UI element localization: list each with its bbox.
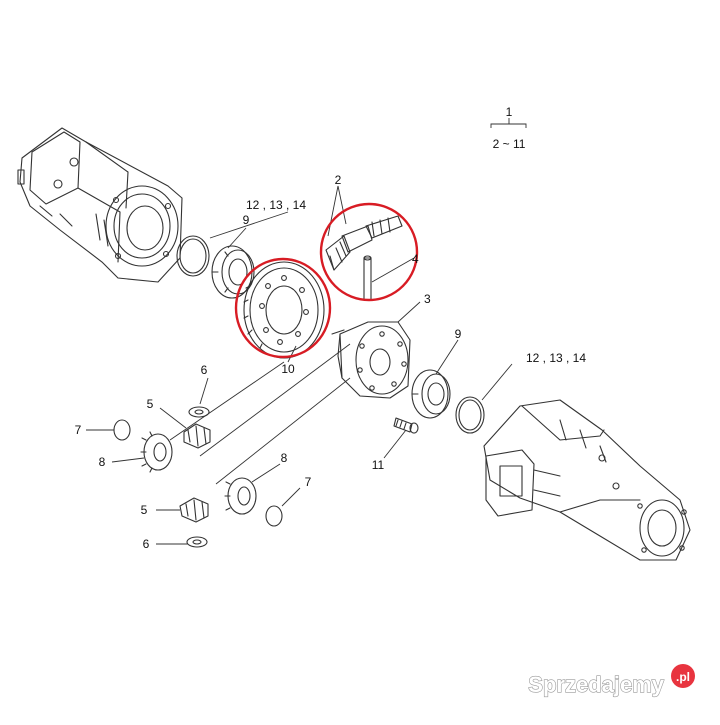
bolt <box>393 417 419 434</box>
callout-7-left: 7 <box>75 423 82 437</box>
callout-12-13-14-left: 12 , 13 , 14 <box>246 198 306 212</box>
header-assembly: 1 <box>506 105 513 119</box>
differential-case <box>331 321 411 399</box>
side-gear-left <box>140 431 173 473</box>
callout-8-right: 8 <box>281 451 288 465</box>
header-range: 2 ~ 11 <box>493 137 526 151</box>
leader-lines <box>86 118 527 545</box>
callout-4: 4 <box>412 252 419 266</box>
callout-10: 10 <box>281 362 295 376</box>
cross-pin <box>363 255 372 301</box>
drive-pinion <box>325 215 403 271</box>
callout-2: 2 <box>335 173 342 187</box>
callout-3: 3 <box>424 292 431 306</box>
callout-12-13-14-right: 12 , 13 , 14 <box>526 351 586 365</box>
side-gear-right <box>224 477 257 515</box>
watermark: Sprzedajemy .pl <box>528 664 695 698</box>
snap-ring-left <box>113 419 131 441</box>
thrust-washer-top <box>188 406 210 418</box>
callout-9-right: 9 <box>455 327 462 341</box>
o-ring-right <box>455 396 485 434</box>
highlight-circles <box>234 202 419 359</box>
highlight-drive-pinion <box>319 202 419 302</box>
left-axle-housing <box>17 127 183 283</box>
bearing-right <box>411 369 451 419</box>
callout-5-top: 5 <box>147 397 154 411</box>
bearing-left <box>211 245 255 299</box>
callout-8-left: 8 <box>99 455 106 469</box>
highlight-ring-gear <box>234 257 332 359</box>
callout-7-right: 7 <box>305 475 312 489</box>
o-ring-left <box>176 235 210 277</box>
callout-6-top: 6 <box>201 363 208 377</box>
callout-labels: 1 2 ~ 11 2 4 3 12 , 13 , 14 9 10 9 12 , … <box>75 105 587 551</box>
pinion-gear-top <box>183 423 211 449</box>
callout-6-bottom: 6 <box>143 537 150 551</box>
callout-11: 11 <box>372 458 385 472</box>
watermark-brand: Sprzedajemy <box>528 672 664 697</box>
pinion-gear-bottom <box>179 497 209 523</box>
callout-9-left: 9 <box>243 213 250 227</box>
watermark-tld: .pl <box>676 670 690 684</box>
ring-gear <box>243 261 325 359</box>
callout-5-bottom: 5 <box>141 503 148 517</box>
thrust-washer-bottom <box>186 536 208 548</box>
snap-ring-right <box>265 505 283 527</box>
watermark-dot-icon <box>671 664 695 688</box>
right-axle-housing <box>483 399 691 561</box>
